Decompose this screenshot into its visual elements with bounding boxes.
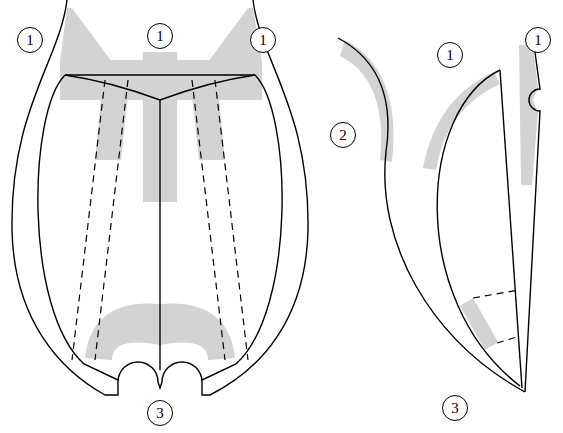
callout-number: 3 — [442, 395, 468, 421]
callout-number: 1 — [17, 27, 43, 53]
callout-number: 2 — [330, 122, 356, 148]
shaded-region — [60, 8, 538, 360]
callout-number: 1 — [437, 42, 463, 68]
callout-number: 3 — [147, 400, 173, 426]
callout-number: 1 — [250, 27, 276, 53]
chordae-dashed — [72, 80, 520, 360]
callout-number: 1 — [525, 27, 551, 53]
callout-number: 1 — [147, 23, 173, 49]
valve-outline — [12, 0, 540, 395]
